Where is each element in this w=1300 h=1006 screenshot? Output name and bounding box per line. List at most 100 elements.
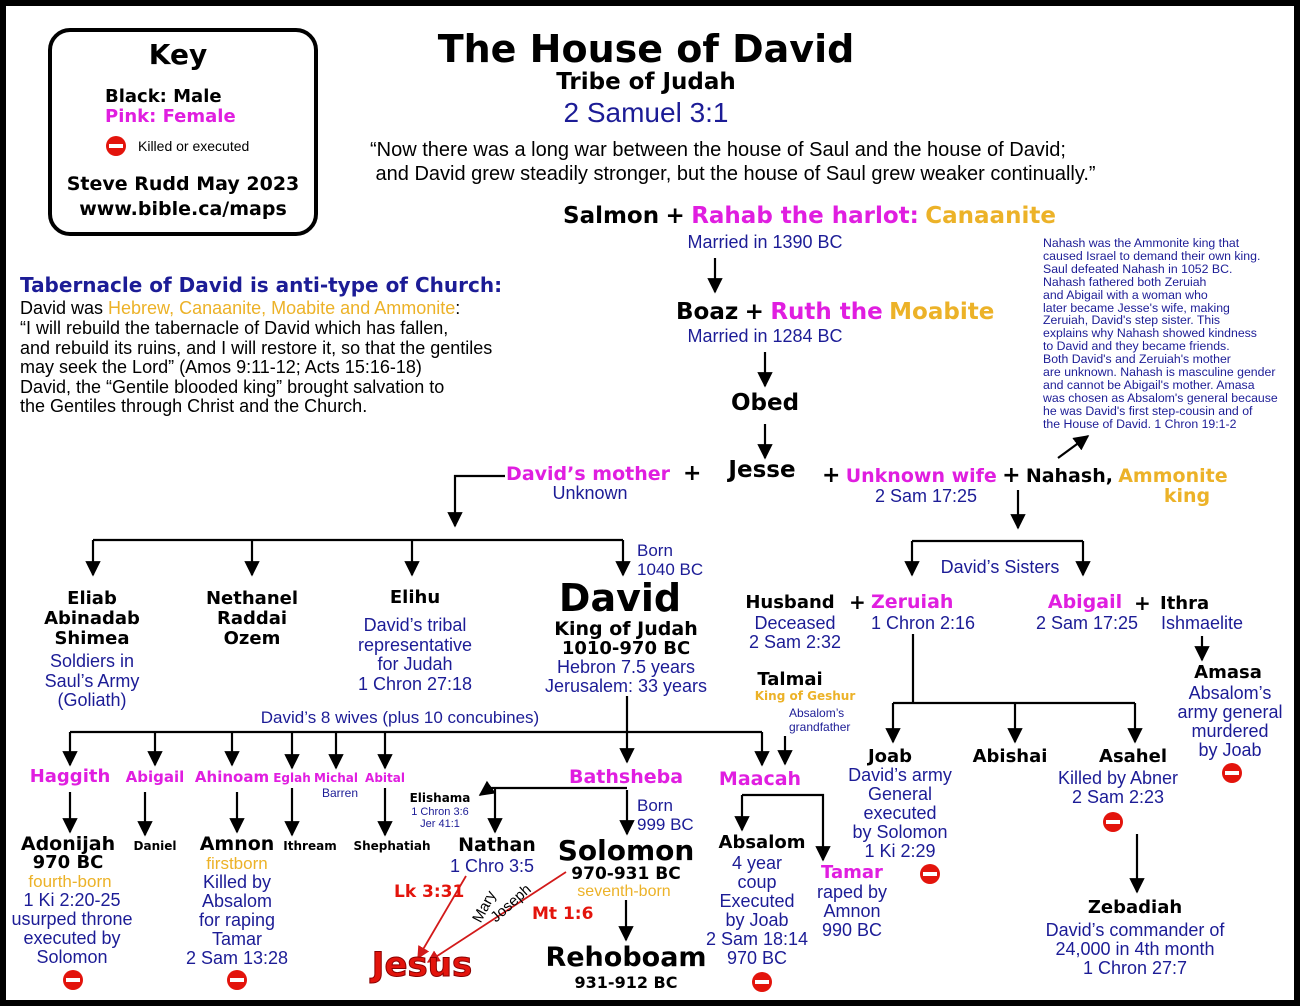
asahel-name: Asahel bbox=[1099, 746, 1167, 767]
jesse-name: Jesse bbox=[728, 457, 796, 483]
tamar-note: raped by Amnon 990 BC bbox=[816, 882, 888, 940]
zebadiah-note: David’s commander of 24,000 in 4th month… bbox=[1045, 920, 1225, 978]
nahash-nation: Ammonite bbox=[1118, 465, 1228, 487]
solomon-reign: 970-931 BC bbox=[571, 864, 681, 884]
key-title: Key bbox=[148, 38, 208, 71]
talmai-note: Absalom’s grandfather bbox=[789, 706, 851, 734]
tabernacle-body: “I will rebuild the tabernacle of David … bbox=[20, 318, 493, 417]
plus: + bbox=[1002, 463, 1021, 488]
rehoboam-name: Rehoboam bbox=[545, 942, 707, 973]
wife-eglah: Eglah bbox=[273, 771, 311, 785]
key-killed: Killed or executed bbox=[138, 138, 250, 154]
brothers-eliab: Eliab Abinadab Shimea bbox=[44, 588, 140, 649]
nahash-title: king bbox=[1163, 485, 1211, 507]
talmai-title: King of Geshur bbox=[754, 689, 856, 703]
plus: + bbox=[849, 590, 866, 614]
wife-bathsheba: Bathsheba bbox=[568, 766, 684, 788]
adonijah-note: 1 Ki 2:20-25 usurped throne executed by … bbox=[11, 890, 133, 967]
killed-icon bbox=[227, 970, 247, 990]
key-author: Steve Rudd May 2023 bbox=[66, 173, 300, 195]
ithra-name: Ithra bbox=[1160, 593, 1210, 614]
rahab-nation: Canaanite bbox=[925, 203, 1056, 229]
plus: + bbox=[744, 299, 764, 325]
brother-elihu-note: David’s tribal representative for Judah … bbox=[357, 615, 473, 694]
salmon-name: Salmon bbox=[563, 203, 660, 229]
killed-icon bbox=[106, 136, 126, 156]
nathan-ref: 1 Chro 3:5 bbox=[449, 856, 535, 876]
joab-note: David’s army General executed by Solomon… bbox=[848, 765, 952, 861]
davids-mother: David’s mother bbox=[506, 463, 670, 485]
page-subtitle: Tribe of Judah bbox=[556, 69, 736, 95]
wife-michal: Michal bbox=[314, 771, 358, 785]
david-reign: 1010-970 BC bbox=[561, 638, 691, 659]
tabernacle-text: : bbox=[455, 298, 461, 318]
tabernacle-text: David was bbox=[20, 298, 109, 318]
wives-label: David’s 8 wives (plus 10 concubines) bbox=[260, 708, 540, 727]
ruth-name: Ruth the bbox=[770, 299, 883, 325]
unknown-wife: + Unknown wife + Nahash, Ammonite bbox=[822, 464, 1228, 487]
killed-icon bbox=[1222, 763, 1242, 783]
killed-icon bbox=[1103, 812, 1123, 832]
wife-haggith: Haggith bbox=[29, 766, 111, 787]
tabernacle-nations: Hebrew, Canaanite, Moabite and Ammonite bbox=[108, 298, 456, 318]
elishama-ref: 1 Chron 3:6 Jer 41:1 bbox=[411, 806, 469, 830]
salmon-couple: Salmon + Rahab the harlot: Canaanite bbox=[563, 203, 1056, 228]
amnon-name: Amnon bbox=[199, 833, 275, 855]
absalom-name: Absalom bbox=[718, 832, 806, 853]
plus: + bbox=[1134, 591, 1151, 615]
plus: + bbox=[665, 203, 685, 229]
zeruiah-husband: Husband bbox=[745, 592, 835, 613]
rehoboam-reign: 931-912 BC bbox=[574, 973, 678, 992]
asahel-note: Killed by Abner 2 Sam 2:23 bbox=[1057, 768, 1179, 807]
sisters-label: David’s Sisters bbox=[940, 557, 1060, 577]
zebadiah-name: Zebadiah bbox=[1087, 897, 1183, 918]
boaz-couple: Boaz + Ruth the Moabite bbox=[676, 299, 994, 324]
ruth-nation: Moabite bbox=[889, 299, 995, 325]
brothers-eliab-note: Soldiers in Saul’s Army (Goliath) bbox=[44, 651, 140, 710]
david-jerusalem: Jerusalem: 33 years bbox=[544, 676, 708, 696]
amnon-note: Killed by Absalom for raping Tamar 2 Sam… bbox=[185, 872, 289, 968]
key-male: Black: Male bbox=[105, 86, 222, 107]
scripture-quote: “Now there was a long war between the ho… bbox=[370, 139, 1096, 185]
solomon-name: Solomon bbox=[557, 834, 695, 867]
talmai-name: Talmai bbox=[757, 669, 823, 690]
key-female: Pink: Female bbox=[105, 106, 236, 127]
killed-icon bbox=[920, 864, 940, 884]
luke-ref: Lk 3:31 bbox=[394, 882, 465, 902]
abishai-name: Abishai bbox=[972, 746, 1048, 767]
amasa-note: Absalom’s army general murdered by Joab bbox=[1177, 683, 1283, 760]
zeruiah-ref: 1 Chron 2:16 bbox=[870, 613, 976, 633]
daniel-name: Daniel bbox=[133, 839, 177, 853]
solomon-born: Born 999 BC bbox=[637, 796, 694, 834]
abigail-sister-ref: 2 Sam 17:25 bbox=[1035, 613, 1139, 633]
david-title: King of Judah bbox=[554, 618, 698, 640]
unknown-wife-ref: 2 Sam 17:25 bbox=[874, 486, 978, 506]
brothers-nethanel: Nethanel Raddai Ozem bbox=[205, 588, 299, 649]
ithra-note: Ishmaelite bbox=[1160, 613, 1244, 633]
david-hebron: Hebron 7.5 years bbox=[556, 657, 696, 677]
wife-abigail: Abigail bbox=[125, 768, 185, 786]
wife-maacah: Maacah bbox=[718, 768, 802, 790]
unknown-wife-name: Unknown wife bbox=[845, 465, 997, 487]
rahab-name: Rahab the harlot: bbox=[691, 203, 919, 229]
tamar-name: Tamar bbox=[821, 862, 883, 883]
amnon-order: firstborn bbox=[206, 854, 268, 873]
absalom-note: 4 year coup Executed by Joab 2 Sam 18:14… bbox=[705, 853, 809, 968]
solomon-order: seventh-born bbox=[577, 883, 671, 900]
nathan-name: Nathan bbox=[458, 834, 536, 856]
elishama-name: Elishama bbox=[409, 791, 471, 805]
key-url: www.bible.ca/maps bbox=[79, 198, 287, 220]
wife-abital: Abital bbox=[365, 771, 405, 785]
zeruiah-husband-note: Deceased 2 Sam 2:32 bbox=[748, 613, 842, 652]
abigail-sister-name: Abigail bbox=[1047, 591, 1123, 613]
matthew-ref: Mt 1:6 bbox=[532, 904, 594, 924]
brother-elihu: Elihu bbox=[389, 587, 441, 608]
page-title: The House of David bbox=[437, 27, 855, 71]
adonijah-date: 970 BC bbox=[32, 852, 104, 873]
nahash-name: Nahash, bbox=[1025, 465, 1113, 487]
plus: + bbox=[822, 463, 841, 488]
killed-icon bbox=[63, 970, 83, 990]
nahash-note: Nahash was the Ammonite king that caused… bbox=[1043, 236, 1278, 431]
adonijah-order: fourth-born bbox=[28, 872, 112, 891]
